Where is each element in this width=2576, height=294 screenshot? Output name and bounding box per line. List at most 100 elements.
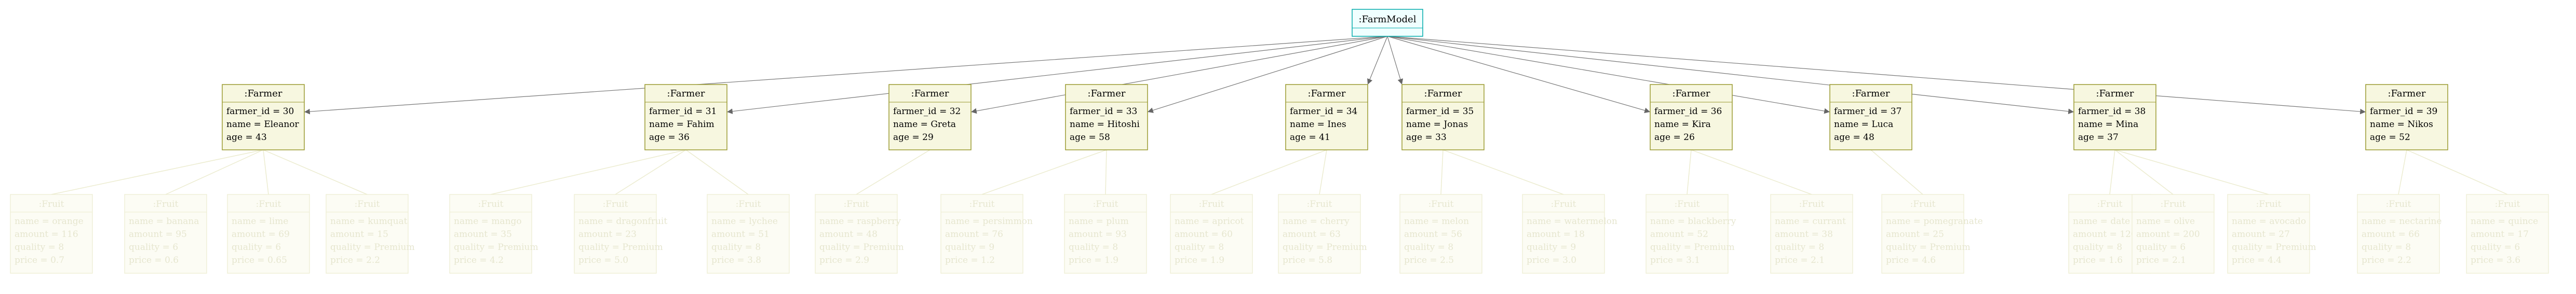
fruit-name-attr: name = banana [129, 216, 199, 227]
fruit-name-attr: name = lychee [711, 216, 778, 227]
fruit-amount-attr: amount = 18 [1527, 229, 1585, 240]
farmer-title: :Farmer [1852, 88, 1890, 99]
fruit-box [2227, 194, 2310, 274]
fruit-box [1770, 194, 1853, 274]
fruit-price-attr: price = 1.2 [945, 255, 995, 265]
fruit-quality-attr: quality = 9 [945, 242, 994, 253]
fruit-box [1170, 194, 1253, 274]
farmer-title: :Farmer [1088, 88, 1126, 99]
farmer-id-attr: farmer_id = 30 [226, 106, 294, 117]
fruit-association-edge [165, 149, 264, 195]
fruit-association-edge [981, 149, 1107, 195]
fruit-price-attr: price = 4.2 [454, 255, 504, 265]
fruit-association-edge [263, 149, 269, 195]
fruit-title: :Fruit [355, 199, 380, 209]
fruit-price-attr: price = 2.2 [2362, 255, 2411, 265]
fruit-quality-attr: quality = 8 [15, 242, 64, 253]
fruit-price-attr: price = 2.5 [1404, 255, 1454, 265]
farmer-box [1650, 84, 1733, 150]
fruit-amount-attr: amount = 63 [1283, 229, 1341, 240]
fruit-amount-attr: amount = 48 [819, 229, 878, 240]
fruit-quality-attr: quality = 6 [232, 242, 281, 253]
fruit-association-edges [51, 149, 2508, 195]
fruit-price-attr: price = 3.6 [2471, 255, 2520, 265]
fruit-quality-attr: quality = 6 [129, 242, 178, 253]
fruit-title: :Fruit [1307, 199, 1332, 209]
farmer-name-attr: name = Nikos [2370, 119, 2433, 130]
farmer-title: :Farmer [667, 88, 705, 99]
fruit-title: :Fruit [603, 199, 628, 209]
farmer-name-attr: name = Ines [1290, 119, 1346, 130]
fruit-price-attr: price = 0.6 [129, 255, 179, 265]
fruit-box [815, 194, 898, 274]
fruit-amount-attr: amount = 27 [2232, 229, 2290, 240]
farmer-id-attr: farmer_id = 39 [2370, 106, 2437, 117]
fruit-title: :Fruit [2097, 199, 2123, 209]
fruit-amount-attr: amount = 35 [454, 229, 512, 240]
fruit-amount-attr: amount = 69 [232, 229, 290, 240]
farmer-association-edge [726, 36, 1388, 115]
farmer-association-edge [304, 36, 1388, 115]
farmer-name-attr: name = Mina [2078, 119, 2138, 130]
farmer-age-attr: age = 29 [893, 132, 934, 143]
fruit-box [2132, 194, 2215, 274]
fruit-box [1399, 194, 1482, 274]
fruit-price-attr: price = 3.8 [711, 255, 761, 265]
farmer-association-edge [1387, 36, 2074, 115]
fruit-association-edge [263, 149, 368, 195]
fruit-box [1522, 194, 1605, 274]
fruit-association-edge [685, 149, 749, 195]
fruit-title: :Fruit [39, 199, 64, 209]
fruit-name-attr: name = persimmon [945, 216, 1033, 227]
fruit-title: :Fruit [2161, 199, 2186, 209]
fruit-amount-attr: amount = 56 [1404, 229, 1462, 240]
farmer-name-attr: name = Eleanor [226, 119, 300, 130]
fruit-association-edge [2109, 149, 2115, 195]
fruit-quality-attr: quality = Premium [330, 242, 415, 253]
fruit-box [124, 194, 207, 274]
fruit-association-edge [2406, 149, 2508, 195]
fruit-quality-attr: quality = 8 [2073, 242, 2122, 253]
farmer-id-attr: farmer_id = 35 [1406, 106, 1474, 117]
fruit-title: :Fruit [844, 199, 869, 209]
fruit-box [227, 194, 310, 274]
fruit-association-edge [856, 149, 930, 195]
farmer-title: :Farmer [1673, 88, 1710, 99]
farmer-association-edge [1387, 36, 1404, 85]
fruit-amount-attr: amount = 66 [2362, 229, 2420, 240]
fruit-association-edge [1442, 149, 1564, 195]
fruit-amount-attr: amount = 17 [2471, 229, 2529, 240]
farmer-id-attr: farmer_id = 37 [1834, 106, 1901, 117]
fruit-name-attr: name = date [2073, 216, 2130, 227]
fruit-name-attr: name = olive [2136, 216, 2195, 227]
farmer-name-attr: name = Jonas [1406, 119, 1468, 130]
fruit-quality-attr: quality = 8 [1775, 242, 1824, 253]
fruit-name-attr: name = raspberry [819, 216, 901, 227]
farmer-box [1401, 84, 1485, 150]
fruit-box [940, 194, 1023, 274]
fruit-price-attr: price = 3.0 [1527, 255, 1576, 265]
farmer-title: :Farmer [2388, 88, 2426, 99]
fruit-name-attr: name = avocado [2232, 216, 2306, 227]
farmer-age-attr: age = 41 [1290, 132, 1330, 143]
fruit-association-edge [1870, 149, 1923, 195]
fruit-name-attr: name = orange [15, 216, 84, 227]
farmer-name-attr: name = Greta [893, 119, 956, 130]
farm-model-box [1352, 9, 1423, 37]
